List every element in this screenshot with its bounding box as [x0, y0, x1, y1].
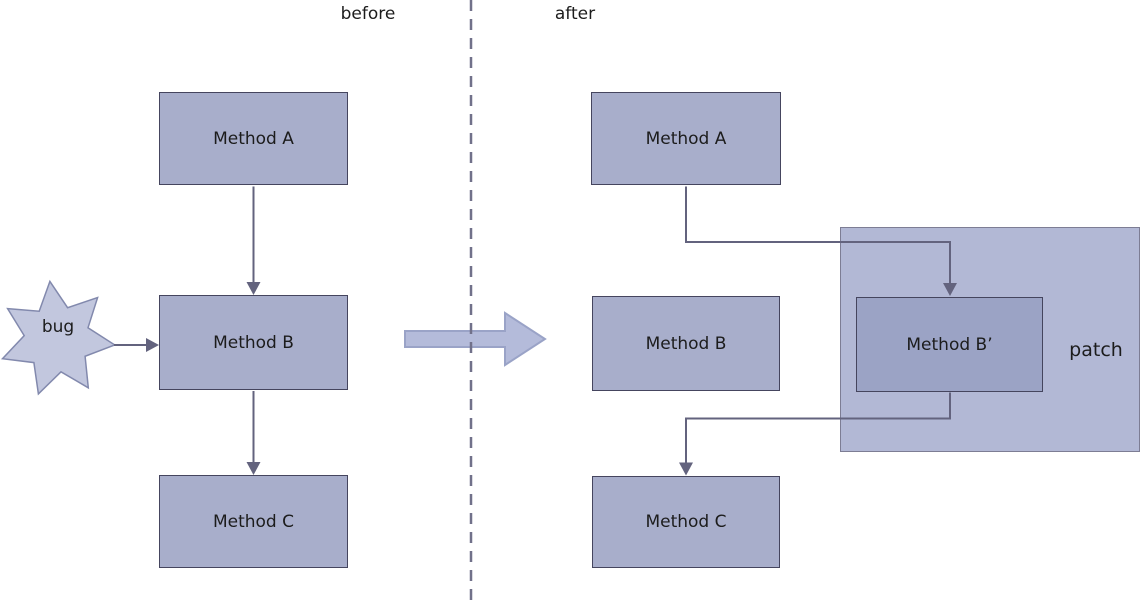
node-label: Method B: [645, 333, 727, 354]
node-method-c-after: Method C: [592, 476, 780, 568]
node-method-c-before: Method C: [159, 475, 348, 568]
bug-label: bug: [41, 317, 75, 337]
node-label: Method C: [212, 511, 295, 532]
node-method-a-before: Method A: [159, 92, 348, 185]
node-label: Method C: [645, 512, 727, 532]
node-method-b-prime: Method B’: [856, 297, 1043, 392]
after-section-label: after: [554, 4, 596, 24]
transform-block-arrow-icon: [404, 311, 547, 367]
node-label: Method B: [213, 332, 294, 353]
node-label: Method A: [213, 128, 294, 149]
node-label: Method B’: [906, 334, 993, 355]
node-method-b-before: Method B: [159, 295, 348, 390]
bug-star-icon: [0, 279, 117, 396]
node-method-b-after: Method B: [592, 296, 780, 391]
node-method-a-after: Method A: [591, 92, 781, 185]
patch-label: patch: [1069, 339, 1123, 361]
before-section-label: before: [340, 4, 396, 24]
node-label: Method A: [645, 128, 727, 149]
